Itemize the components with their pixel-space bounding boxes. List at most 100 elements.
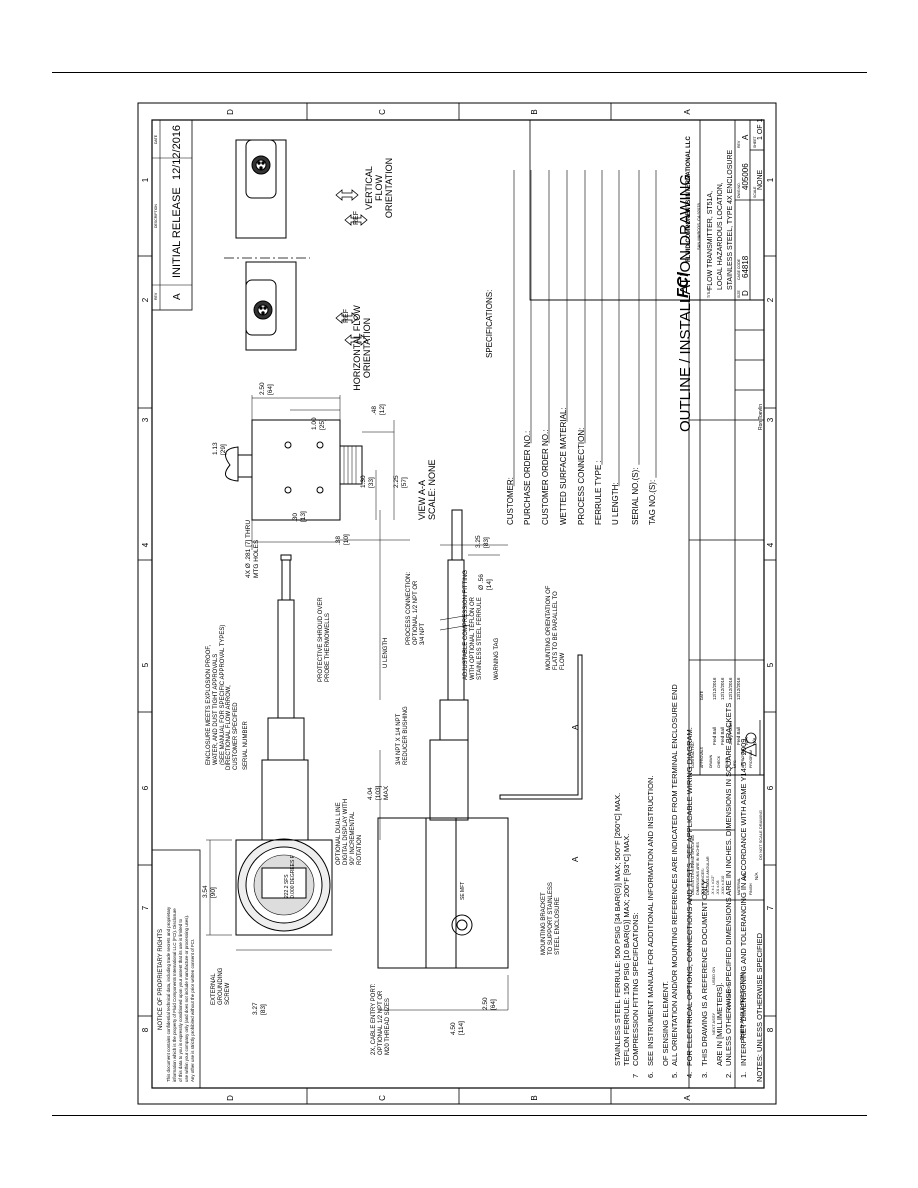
outer-border bbox=[137, 102, 777, 1105]
rev-date: 12/12/2016 bbox=[171, 125, 183, 180]
dim-450: 4.50[114] bbox=[450, 1021, 465, 1035]
top-rule bbox=[52, 72, 867, 73]
dim-225: 2.25[57] bbox=[393, 475, 408, 488]
dwg-value: 405006 bbox=[741, 163, 750, 190]
note-number: 1. bbox=[739, 1072, 748, 1078]
zone-row-a-bot: A bbox=[683, 1095, 692, 1101]
note-number: 4. bbox=[685, 1072, 694, 1078]
zone-row-b-top: B bbox=[530, 109, 539, 114]
cage-label: CAGE CODE bbox=[737, 258, 741, 280]
callout-mounting-orient: MOUNTING ORIENTATION OFFLATS TO BE PARAL… bbox=[546, 585, 566, 670]
dim-325: 3.25[83] bbox=[475, 535, 490, 548]
approval-name: N/A bbox=[744, 737, 749, 745]
zone-row-d-bot: D bbox=[226, 1095, 235, 1101]
zone-col-2-left: 2 bbox=[141, 297, 150, 302]
approval-name: Fred Ball bbox=[720, 727, 725, 745]
dim-354: 3.54[90] bbox=[202, 885, 217, 898]
sheet-label: SHEET bbox=[753, 135, 757, 148]
zone-ticks bbox=[138, 103, 776, 1104]
dim-130: 1.30[33] bbox=[360, 475, 375, 488]
note-number: 2. bbox=[724, 1072, 733, 1078]
finish-label: FINISH bbox=[749, 883, 753, 895]
vertical-flow-label: VERTICALFLOWORIENTATION bbox=[364, 158, 394, 218]
revision-block: REV DESCRIPTION DATE A INITIAL RELEASE 1… bbox=[151, 119, 193, 311]
approval-name: N/A bbox=[752, 737, 757, 745]
do-not-scale: DO NOT SCALE DRAWING bbox=[758, 810, 763, 860]
spec-field-label: SERIAL NO.(S): bbox=[631, 468, 640, 526]
main-assembly bbox=[235, 509, 583, 969]
zone-row-a-top: A bbox=[683, 109, 692, 115]
approval-date: 12/12/2016 bbox=[720, 677, 725, 700]
proprietary-notice: NOTICE OF PROPRIETARY RIGHTS This docume… bbox=[151, 849, 201, 1089]
dim-030: .30[13] bbox=[292, 511, 307, 522]
contract-no: CONTRACT NO. bbox=[691, 741, 695, 768]
approvals: APPROVALS bbox=[700, 746, 704, 768]
zone-row-d-top: D bbox=[226, 109, 235, 115]
sheet-value: 1 OF 1 bbox=[757, 118, 764, 140]
note-number: 5. bbox=[670, 1072, 679, 1078]
zone-col-3-right: 3 bbox=[766, 417, 775, 422]
zone-col-2-right: 2 bbox=[766, 297, 775, 302]
rev-header: REV bbox=[154, 292, 158, 300]
callout-compression: ADJUSTABLE COMPRESSION FITTINGWITH OPTIO… bbox=[463, 570, 483, 680]
note-line: TEFLON FERRULE: 150 PSIG [10 BAR(G)] MAX… bbox=[622, 834, 631, 1066]
approval-date: 12/12/2016 bbox=[728, 677, 733, 700]
dim-113: 1.13[29] bbox=[212, 442, 227, 455]
view-aa-title: VIEW A-ASCALE: NONE bbox=[417, 459, 437, 520]
bottom-rule bbox=[52, 1115, 867, 1116]
company-name: FLUID COMPONENTS INTERNATIONAL LLC bbox=[686, 136, 692, 262]
ref-label-v: REF bbox=[353, 211, 360, 225]
rev-desc-header: DESCRIPTION bbox=[154, 204, 158, 228]
approval-role: MFG bbox=[733, 760, 737, 768]
zone-col-5-right: 5 bbox=[766, 662, 775, 667]
specs-heading: SPECIFICATIONS: bbox=[485, 290, 494, 358]
spec-field-label: CUSTOMER ORDER NO.: bbox=[541, 430, 550, 525]
note-line: SEE INSTRUMENT MANUAL FOR ADDITIONAL INF… bbox=[646, 776, 655, 1066]
rev-description: INITIAL RELEASE bbox=[171, 187, 183, 278]
drawing-title: OUTLINE / INSTALLATION DRAWING bbox=[677, 174, 694, 432]
zone-col-1-left: 1 bbox=[141, 177, 150, 182]
title-block-text: OUTLINE / INSTALLATION DRAWING FCI FLUID… bbox=[675, 118, 764, 1040]
proprietary-line: use within your company only (and does n… bbox=[184, 915, 189, 1082]
spec-field-label: CUSTOMER: bbox=[506, 477, 515, 525]
spec-field-label: WETTED SURFACE MATERIAL: bbox=[559, 407, 568, 525]
scale-value: NONE bbox=[757, 169, 764, 190]
display-reading: 222.2 SFS0.000 DEGREES F bbox=[284, 855, 296, 898]
note-line: ARE IN [MILLIMETERS]. bbox=[715, 983, 724, 1066]
note-number: 3. bbox=[700, 1072, 709, 1078]
zone-col-8-left: 8 bbox=[141, 1027, 150, 1032]
spec-field-label: PURCHASE ORDER NO.: bbox=[523, 431, 532, 525]
dim-327: 3.27[83] bbox=[252, 1002, 267, 1015]
view-aa-block bbox=[224, 139, 368, 521]
callout-serial: SERIAL NUMBER bbox=[243, 721, 249, 770]
specs-block: SPECIFICATIONS: CUSTOMER: PURCHASE ORDER … bbox=[485, 170, 657, 525]
callout-process-conn: PROCESS CONNECTION:OPTIONAL 1/2 NPT OR3/… bbox=[406, 572, 426, 645]
zone-row-b-bot: B bbox=[530, 1095, 539, 1100]
approvals-date: DATE bbox=[700, 690, 704, 700]
zone-row-c-top: C bbox=[378, 109, 387, 115]
approval-name: Fred Ball bbox=[736, 727, 741, 745]
material-value: N/A bbox=[742, 872, 747, 880]
used-on: USED ON bbox=[711, 967, 716, 985]
callout-u-length: U LENGTH bbox=[383, 638, 389, 668]
next-assy: NEXT ASSY bbox=[711, 1013, 716, 1035]
callout-enclosure: ENCLOSURE MEETS EXPLOSION PROOF,WATER, A… bbox=[206, 625, 226, 765]
dim-048: .48[12] bbox=[371, 404, 386, 415]
note-number: 7 bbox=[631, 1074, 640, 1078]
zone-col-5-left: 5 bbox=[141, 662, 150, 667]
title-block bbox=[529, 119, 765, 1089]
notes-heading: NOTES: UNLESS OTHERWISE SPECIFIED bbox=[755, 932, 764, 1082]
spec-field-label: PROCESS CONNECTION: bbox=[577, 428, 586, 525]
zone-col-7-left: 7 bbox=[141, 905, 150, 910]
dim-056: Ø .56[14] bbox=[478, 574, 493, 590]
zone-col-8-right: 8 bbox=[766, 1027, 775, 1032]
callout-reducer: 3/4 NPT X 1/4 NPTREDUCER BUSHING bbox=[396, 706, 409, 765]
approval-name: Jerry Fortier bbox=[728, 720, 733, 745]
rev-label: REV bbox=[737, 140, 741, 148]
horizontal-flow-label: HORIZONTAL FLOWORIENTATION bbox=[352, 305, 372, 391]
proprietary-line: information which is the property of Flu… bbox=[172, 908, 177, 1082]
size-value: D bbox=[741, 290, 750, 296]
zone-col-4-right: 4 bbox=[766, 542, 775, 547]
material-label: MATERIAL bbox=[737, 878, 741, 895]
main-dim-text: 3.54[90] 3.27[83] 4.04[103]MAX 4.50[114]… bbox=[202, 535, 497, 1035]
